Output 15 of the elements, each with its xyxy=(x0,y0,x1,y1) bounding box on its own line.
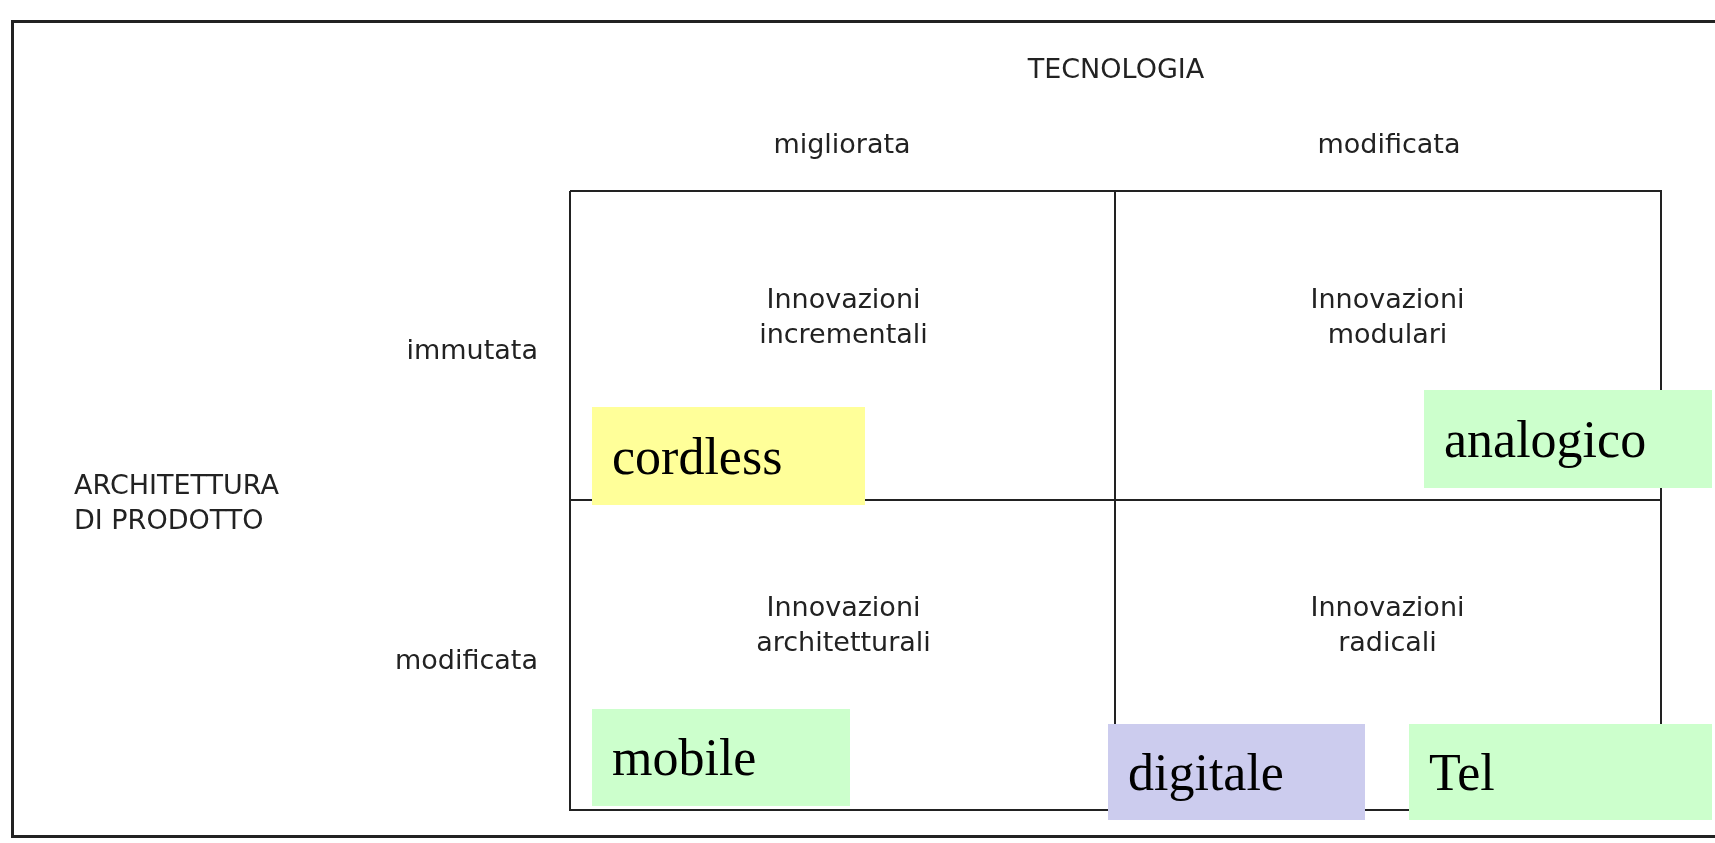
example-tag: cordless xyxy=(592,407,865,505)
example-tag: digitale xyxy=(1108,724,1365,820)
row-header: modificata xyxy=(395,643,538,678)
example-tag: analogico xyxy=(1424,390,1712,488)
axis-title: ARCHITETTURA DI PRODOTTO xyxy=(74,467,280,537)
axis-title: TECNOLOGIA xyxy=(1027,52,1205,87)
quadrant-label: Innovazioni incrementali xyxy=(713,281,974,352)
column-header: migliorata xyxy=(773,127,911,162)
row-header: immutata xyxy=(406,333,538,368)
quadrant-label: Innovazioni radicali xyxy=(1257,589,1518,660)
example-tag: Tel xyxy=(1409,724,1712,820)
example-tag: mobile xyxy=(592,709,850,806)
column-header: modificata xyxy=(1317,127,1461,162)
quadrant-label: Innovazioni architetturali xyxy=(713,589,974,660)
quadrant-label: Innovazioni modulari xyxy=(1257,281,1518,352)
